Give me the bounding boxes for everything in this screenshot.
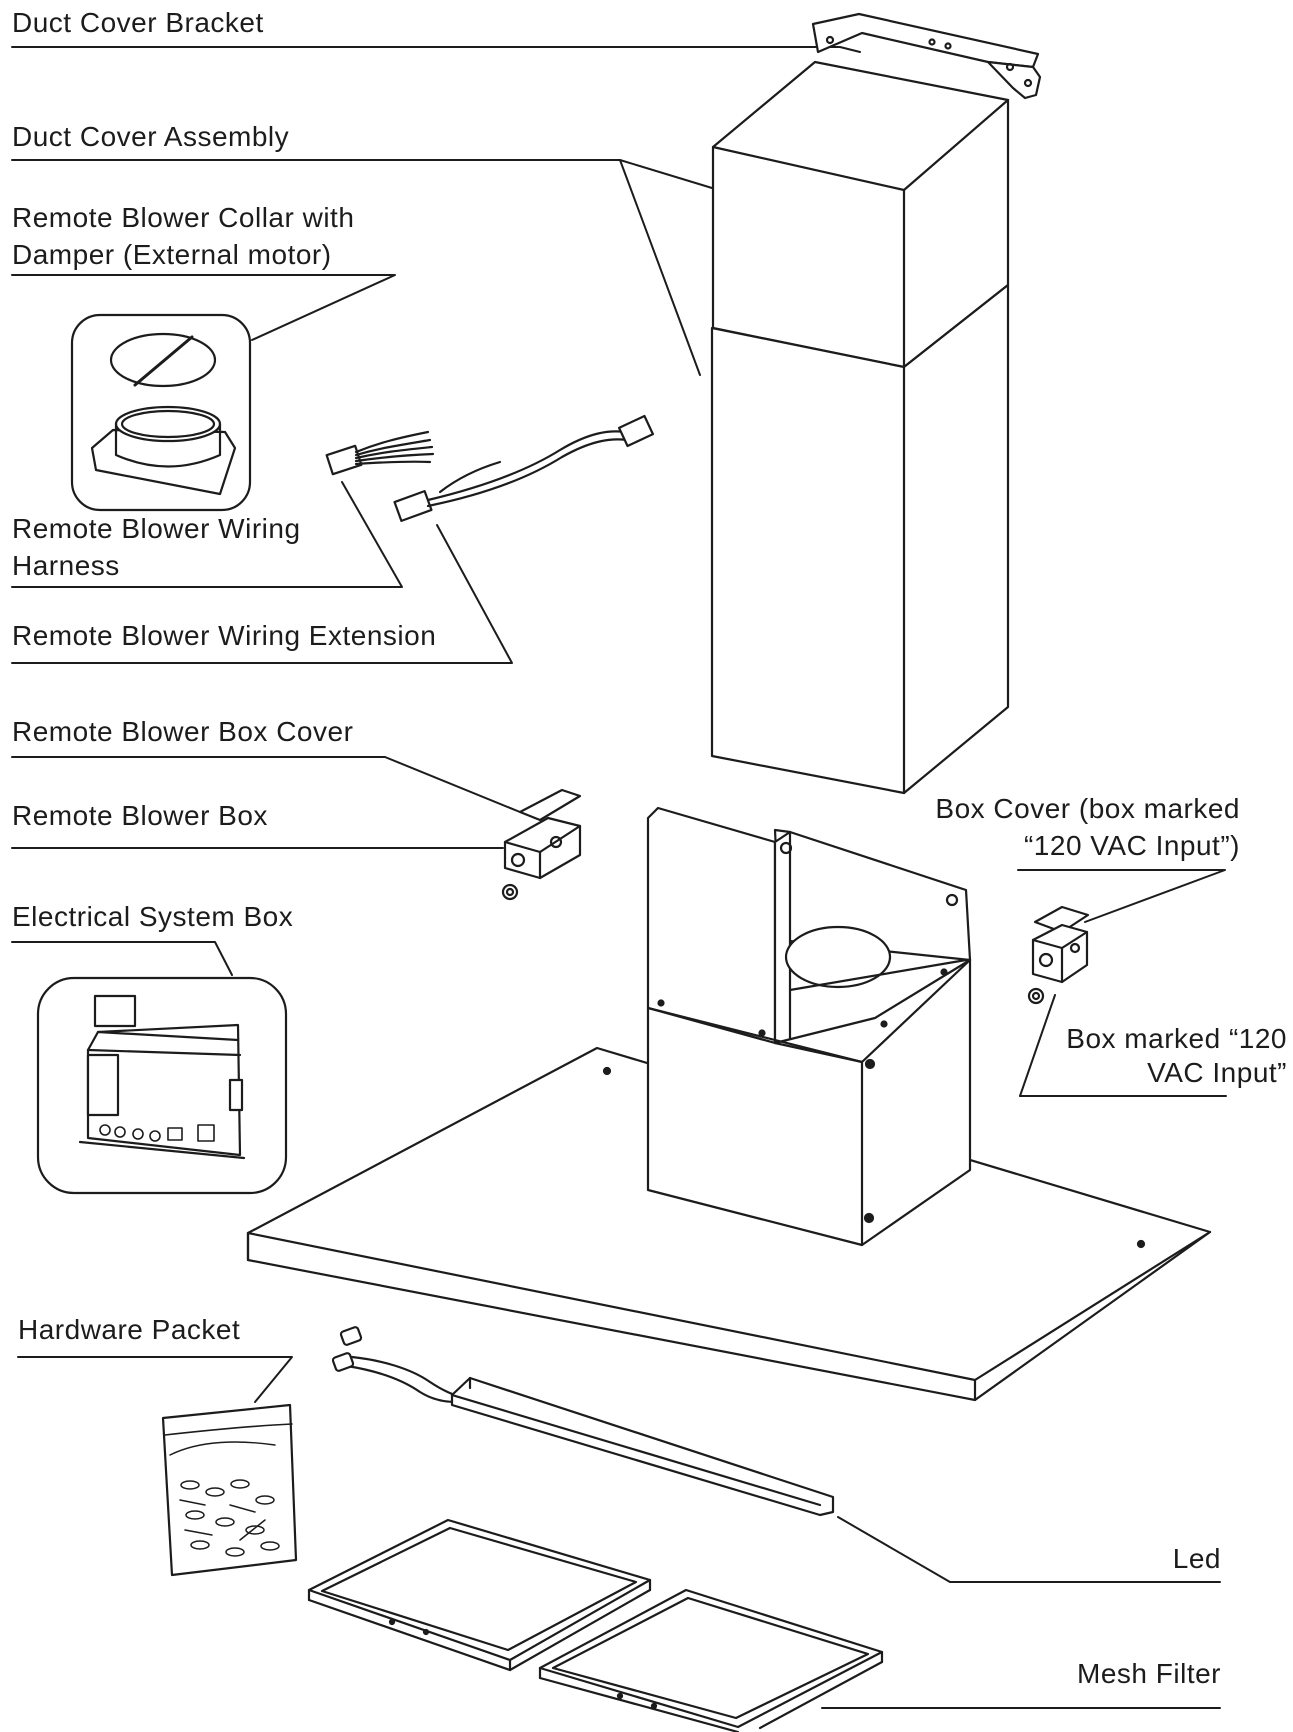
remote-blower-box xyxy=(501,788,582,901)
label-wiring-extension: Remote Blower Wiring Extension xyxy=(12,620,437,651)
label-hardware-packet: Hardware Packet xyxy=(18,1314,241,1345)
remote-blower-wiring-extension xyxy=(393,414,655,522)
leader-duct-cover-bracket xyxy=(11,46,861,53)
leader-led xyxy=(837,1516,1221,1583)
label-box-cover-line1: Box Cover (box marked xyxy=(935,793,1240,824)
leader-box-cover xyxy=(11,756,521,813)
label-remote-blower-box-cover: Remote Blower Box Cover xyxy=(12,716,354,747)
leader-lines xyxy=(11,46,1227,1709)
label-mesh-filter: Mesh Filter xyxy=(1077,1658,1221,1689)
led-bar xyxy=(331,1326,835,1517)
electrical-system-box xyxy=(36,976,288,1195)
label-remote-blower-collar-line2: Damper (External motor) xyxy=(12,239,332,270)
leader-remote-blower-collar xyxy=(11,274,396,341)
leader-duct-cover-assembly xyxy=(11,159,713,189)
label-duct-cover-bracket: Duct Cover Bracket xyxy=(12,7,264,38)
label-wiring-harness-line1: Remote Blower Wiring xyxy=(12,513,301,544)
label-electrical-system-box: Electrical System Box xyxy=(12,901,294,932)
label-duct-cover-assembly: Duct Cover Assembly xyxy=(12,121,290,152)
leader-wiring-extension xyxy=(11,524,513,664)
leader-hardware-packet xyxy=(17,1356,293,1403)
leader-duct-cover-assembly-2 xyxy=(619,159,701,376)
hood-canopy xyxy=(246,1046,1212,1402)
blower-housing xyxy=(646,806,972,1247)
mesh-filter-right xyxy=(538,1588,884,1732)
remote-blower-wiring-harness xyxy=(325,430,435,476)
hardware-packet xyxy=(161,1403,298,1577)
label-box-marked-line1: Box marked “120 xyxy=(1066,1023,1287,1054)
label-wiring-harness-line2: Harness xyxy=(12,550,120,581)
label-led: Led xyxy=(1172,1543,1221,1574)
label-box-cover-line2: “120 VAC Input”) xyxy=(1023,830,1240,861)
duct-cover-bracket xyxy=(811,12,1042,100)
duct-cover-upper xyxy=(711,60,1010,369)
label-box-marked-line2: VAC Input” xyxy=(1147,1057,1287,1088)
leader-box-marked-120-2 xyxy=(1019,994,1056,1097)
label-remote-blower-box: Remote Blower Box xyxy=(12,800,268,831)
box-120-vac xyxy=(1027,905,1090,1005)
remote-blower-collar xyxy=(70,313,252,512)
leader-box-cover-120 xyxy=(1017,869,1226,923)
duct-cover-lower xyxy=(710,283,1010,795)
leader-electrical-box xyxy=(11,941,233,976)
leader-wiring-harness xyxy=(11,481,403,588)
mesh-filter-left xyxy=(307,1518,652,1672)
label-remote-blower-collar-line1: Remote Blower Collar with xyxy=(12,202,355,233)
